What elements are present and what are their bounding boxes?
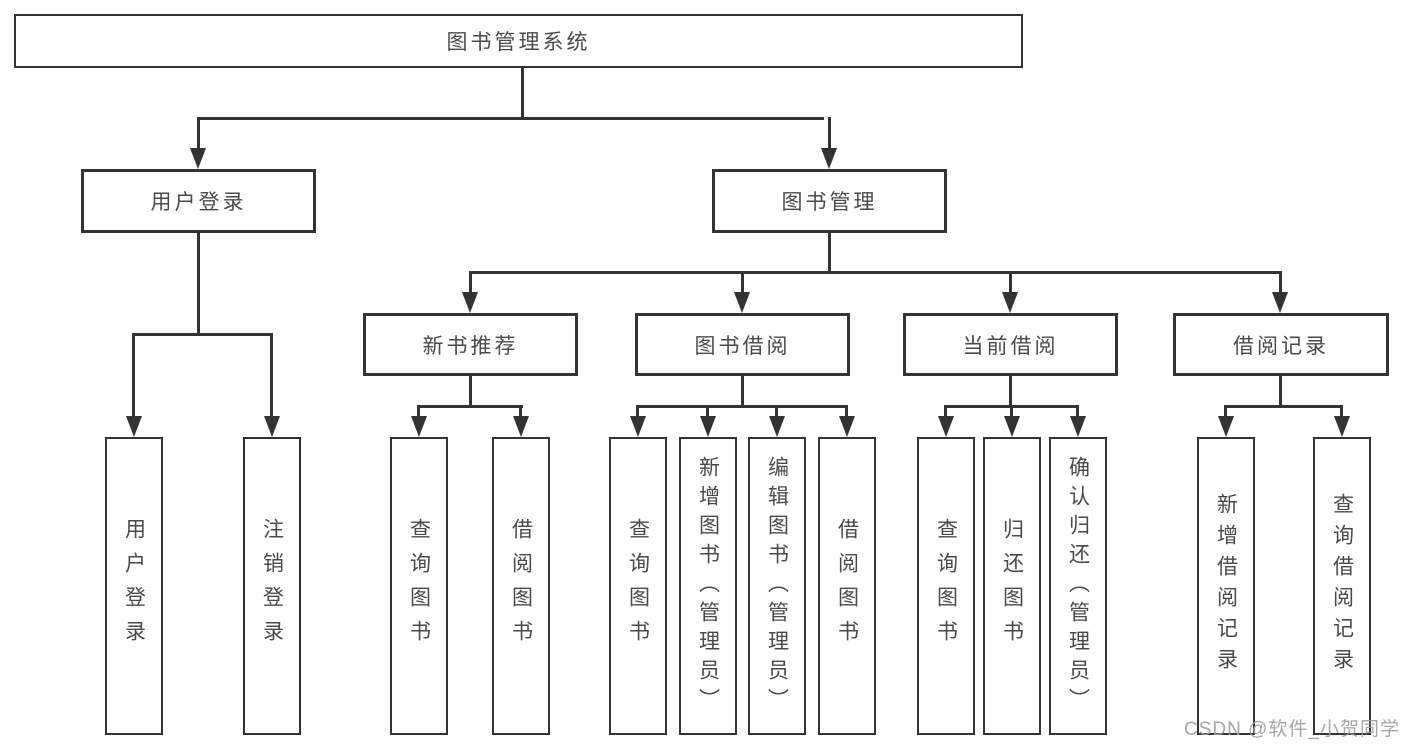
node-book-borrow: 图书借阅	[635, 313, 850, 376]
connector-line	[1076, 405, 1079, 418]
arrow-down-icon	[734, 292, 750, 313]
connector-line	[1279, 376, 1282, 408]
leaf-confirm-return-admin-label: 确认归还（管理员）	[1066, 455, 1090, 717]
arrow-down-icon	[630, 416, 646, 437]
connector-line	[1224, 405, 1343, 408]
leaf-query-borrow-record-label: 查询借阅记录	[1330, 493, 1354, 679]
connector-line	[270, 333, 273, 418]
leaf-edit-books-admin: 编辑图书（管理员）	[748, 437, 806, 735]
leaf-edit-books-admin-label: 编辑图书（管理员）	[765, 455, 789, 717]
connector-line	[521, 68, 524, 120]
leaf-query-books-3: 查询图书	[917, 437, 975, 735]
csdn-watermark: CSDN @软件_小贺同学	[1184, 719, 1400, 740]
arrow-down-icon	[411, 416, 427, 437]
leaf-query-books-2-label: 查询图书	[626, 518, 650, 654]
leaf-add-borrow-record: 新增借阅记录	[1197, 437, 1255, 735]
connector-line	[775, 405, 778, 418]
connector-line	[1009, 376, 1012, 408]
arrow-down-icon	[1272, 292, 1288, 313]
connector-line	[1340, 405, 1343, 418]
leaf-borrow-books-1: 借阅图书	[492, 437, 550, 735]
leaf-query-books-1-label: 查询图书	[407, 518, 431, 654]
connector-line	[944, 405, 947, 418]
leaf-logout-label: 注销登录	[260, 518, 284, 654]
connector-line	[469, 271, 1282, 274]
leaf-query-books-3-label: 查询图书	[934, 518, 958, 654]
leaf-return-books: 归还图书	[983, 437, 1041, 735]
leaf-user-login-label: 用户登录	[122, 518, 146, 654]
arrow-down-icon	[1004, 416, 1020, 437]
leaf-confirm-return-admin: 确认归还（管理员）	[1049, 437, 1107, 735]
connector-line	[417, 405, 523, 408]
connector-line	[469, 376, 472, 408]
leaf-borrow-books-2-label: 借阅图书	[835, 518, 859, 654]
node-borrow-records: 借阅记录	[1173, 313, 1389, 376]
arrow-down-icon	[938, 416, 954, 437]
node-new-book-recommend: 新书推荐	[363, 313, 578, 376]
connector-line	[132, 333, 273, 336]
connector-line	[132, 333, 135, 418]
connector-line	[519, 405, 522, 418]
leaf-user-login: 用户登录	[105, 437, 163, 735]
arrow-down-icon	[1070, 416, 1086, 437]
connector-line	[1279, 271, 1282, 294]
leaf-query-books-1: 查询图书	[390, 437, 448, 735]
arrow-down-icon	[126, 416, 142, 437]
connector-line	[1009, 271, 1012, 294]
connector-line	[845, 405, 848, 418]
node-root-library-system: 图书管理系统	[14, 14, 1023, 68]
arrow-down-icon	[821, 148, 837, 169]
connector-line	[1010, 405, 1013, 418]
leaf-borrow-books-1-label: 借阅图书	[509, 518, 533, 654]
connector-line	[828, 233, 831, 274]
leaf-add-books-admin-label: 新增图书（管理员）	[696, 455, 720, 717]
connector-line	[828, 117, 831, 151]
arrow-down-icon	[513, 416, 529, 437]
connector-line	[741, 376, 744, 408]
arrow-down-icon	[700, 416, 716, 437]
node-current-borrow: 当前借阅	[903, 313, 1118, 376]
leaf-return-books-label: 归还图书	[1000, 518, 1024, 654]
arrow-down-icon	[1334, 416, 1350, 437]
leaf-logout: 注销登录	[243, 437, 301, 735]
leaf-query-borrow-record: 查询借阅记录	[1313, 437, 1371, 735]
leaf-query-books-2: 查询图书	[609, 437, 667, 735]
arrow-down-icon	[264, 416, 280, 437]
connector-line	[197, 117, 824, 120]
node-book-management: 图书管理	[712, 169, 947, 233]
leaf-add-borrow-record-label: 新增借阅记录	[1214, 493, 1238, 679]
leaf-borrow-books-2: 借阅图书	[818, 437, 876, 735]
connector-line	[469, 271, 472, 294]
node-user-login: 用户登录	[81, 169, 316, 233]
connector-line	[636, 405, 848, 408]
connector-line	[1224, 405, 1227, 418]
connector-line	[197, 117, 200, 151]
arrow-down-icon	[839, 416, 855, 437]
connector-line	[197, 233, 200, 336]
connector-line	[636, 405, 639, 418]
arrow-down-icon	[769, 416, 785, 437]
arrow-down-icon	[1002, 292, 1018, 313]
connector-line	[706, 405, 709, 418]
connector-line	[417, 405, 420, 418]
arrow-down-icon	[1218, 416, 1234, 437]
arrow-down-icon	[190, 148, 206, 169]
connector-line	[741, 271, 744, 294]
leaf-add-books-admin: 新增图书（管理员）	[679, 437, 737, 735]
arrow-down-icon	[462, 292, 478, 313]
